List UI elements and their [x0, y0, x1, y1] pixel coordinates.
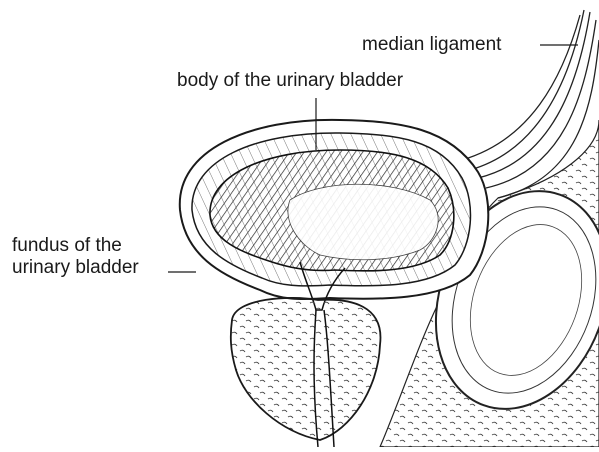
- fundus-label: fundus of the urinary bladder: [12, 235, 139, 279]
- body-label: body of the urinary bladder: [177, 70, 403, 92]
- fundus-label-line2: urinary bladder: [12, 257, 139, 279]
- prostate: [231, 298, 381, 440]
- median-ligament-label: median ligament: [362, 34, 501, 56]
- bladder-interior-highlight: [288, 184, 438, 260]
- fundus-label-line1: fundus of the: [12, 235, 139, 257]
